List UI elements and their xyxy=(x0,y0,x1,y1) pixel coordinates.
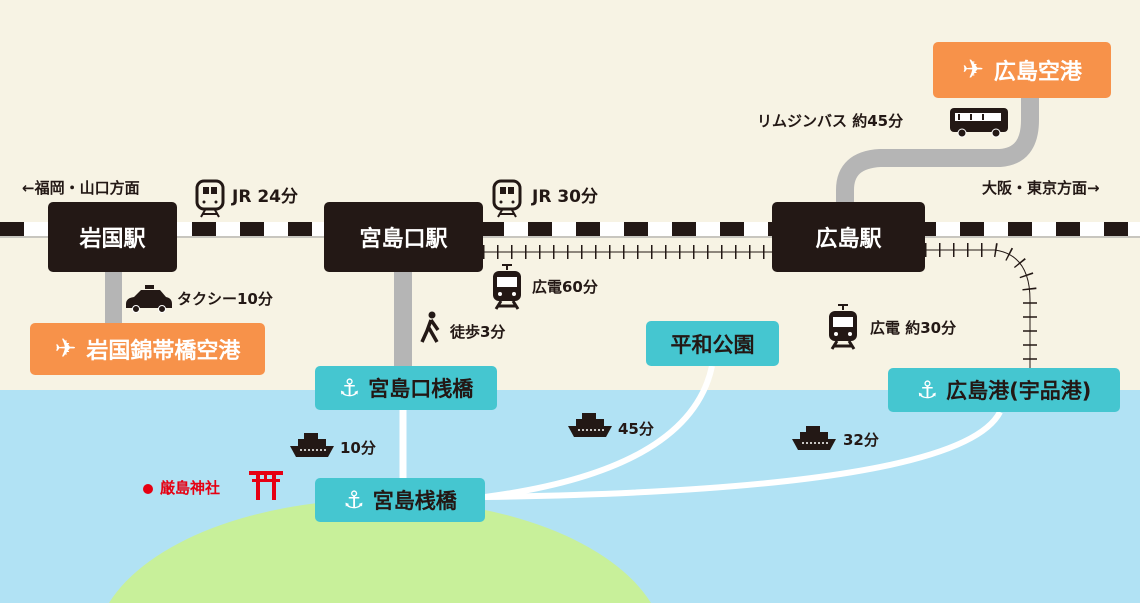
airplane-icon: ✈ xyxy=(962,55,984,85)
route-jr-24: JR 24分 xyxy=(232,187,298,207)
route-ferry-45: 45分 xyxy=(618,420,654,438)
station-hiroshima[interactable]: 広島駅 xyxy=(772,202,925,272)
route-jr-30: JR 30分 xyxy=(532,187,598,207)
place-itsukushima-shrine[interactable]: 厳島神社 xyxy=(160,479,221,497)
airplane-icon: ✈ xyxy=(54,334,77,364)
route-hiroden-60: 広電60分 xyxy=(532,278,598,296)
shrine-marker-icon xyxy=(143,484,153,494)
route-ferry-32: 32分 xyxy=(843,431,879,449)
anchor-icon: ⚓ xyxy=(916,376,939,404)
jr-train-icon xyxy=(195,179,225,219)
airport-iwakuni-kintaikyo[interactable]: ✈ 岩国錦帯橋空港 xyxy=(30,323,265,375)
airport-hiroshima[interactable]: ✈ 広島空港 xyxy=(933,42,1111,98)
jr-train-icon xyxy=(492,179,522,219)
route-ferry-10: 10分 xyxy=(340,439,376,457)
airport-label: 広島空港 xyxy=(993,60,1082,85)
direction-west: ←福岡・山口方面 xyxy=(22,179,140,197)
pier-label: 宮島口桟橋 xyxy=(368,377,474,401)
torii-icon xyxy=(249,471,283,500)
anchor-icon: ⚓ xyxy=(343,486,365,514)
station-iwakuni[interactable]: 岩国駅 xyxy=(48,202,177,272)
miyajima-island xyxy=(109,499,651,603)
pier-miyajima[interactable]: ⚓ 宮島桟橋 xyxy=(315,478,485,522)
anchor-icon: ⚓ xyxy=(338,374,361,402)
bus-route xyxy=(836,98,1039,202)
pier-label: 広島港(宇品港) xyxy=(946,379,1092,403)
route-walk: 徒歩3分 xyxy=(450,323,506,341)
pier-miyajimaguchi[interactable]: ⚓ 宮島口桟橋 xyxy=(315,366,497,410)
route-taxi: タクシー10分 xyxy=(177,290,273,308)
pier-hiroshima-port[interactable]: ⚓ 広島港(宇品港) xyxy=(888,368,1120,412)
direction-east: 大阪・東京方面→ xyxy=(982,179,1100,197)
ferry-route-peace-park xyxy=(484,365,715,500)
tram-icon xyxy=(827,303,859,351)
airport-label: 岩国錦帯橋空港 xyxy=(86,339,241,364)
place-peace-park[interactable]: 平和公園 xyxy=(646,321,779,366)
ferry-route-hiroshima-port xyxy=(484,410,1003,500)
route-limousine-bus: リムジンバス 約45分 xyxy=(757,112,904,130)
route-hiroden-30: 広電 約30分 xyxy=(870,319,957,337)
walking-person-icon xyxy=(420,311,440,343)
tram-icon xyxy=(491,263,523,311)
pier-label: 宮島桟橋 xyxy=(372,489,457,513)
bus-icon xyxy=(950,108,1008,138)
taxi-icon xyxy=(126,285,172,313)
station-miyajimaguchi[interactable]: 宮島口駅 xyxy=(324,202,483,272)
